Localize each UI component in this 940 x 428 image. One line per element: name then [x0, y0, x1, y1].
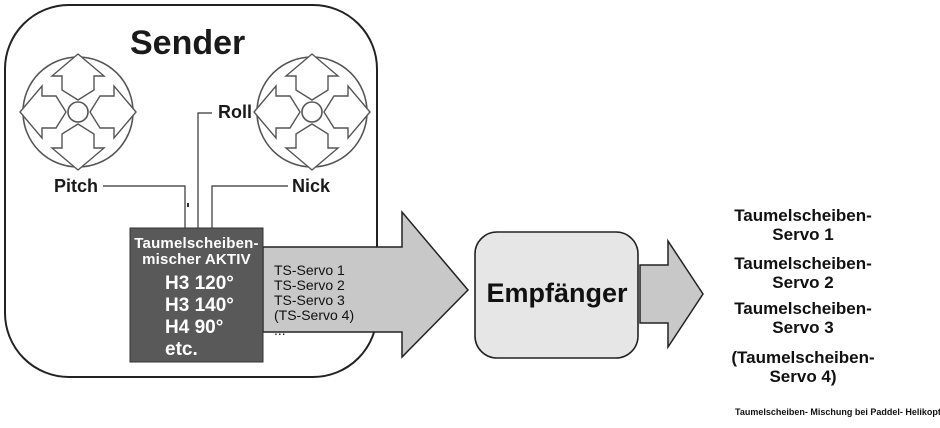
pitch-connector [103, 185, 186, 228]
left-stick-cross-icon [19, 53, 137, 171]
signal-item: (TS-Servo 4) [274, 307, 355, 323]
signal-arrow [262, 209, 470, 359]
output-arrow [639, 238, 704, 350]
output-line2: Servo 3 [772, 318, 834, 337]
mixer-title: Taumelscheiben- mischer AKTIV [130, 236, 263, 268]
receiver-label: Empfänger [486, 278, 628, 308]
output-line1: Taumelscheiben- [734, 206, 872, 225]
output-item: Taumelscheiben- Servo 2 [718, 254, 888, 292]
signal-list: TS-Servo 1 TS-Servo 2 TS-Servo 3 (TS-Ser… [274, 263, 354, 338]
signal-item: TS-Servo 3 [274, 292, 345, 308]
mixer-mode-list: H3 120° H3 140° H4 90° etc. [165, 273, 234, 361]
output-item: (Taumelscheiben- Servo 4) [718, 348, 888, 386]
pitch-label: Pitch [54, 176, 99, 196]
output-item: Taumelscheiben- Servo 1 [718, 206, 888, 244]
nick-connector [211, 185, 288, 228]
receiver-box [474, 231, 639, 359]
mixer-box [129, 227, 264, 363]
right-stick-cross-icon [253, 53, 371, 171]
output-line2: Servo 2 [772, 273, 834, 292]
output-item: Taumelscheiben- Servo 3 [718, 299, 888, 337]
output-line2: Servo 1 [772, 225, 834, 244]
mixer-mode-item: H4 90° [165, 317, 224, 338]
output-line1: (Taumelscheiben- [731, 348, 875, 367]
signal-item: TS-Servo 2 [274, 277, 345, 293]
roll-label: Roll [218, 102, 252, 122]
mixer-title-line2: mischer AKTIV [142, 251, 251, 268]
mixer-mode-item: etc. [165, 339, 198, 360]
mixer-title-line1: Taumelscheiben- [134, 235, 259, 252]
mixer-mode-item: H3 140° [165, 295, 234, 316]
signal-item: ... [274, 322, 286, 338]
nick-label: Nick [292, 176, 331, 196]
output-line1: Taumelscheiben- [734, 254, 872, 273]
sender-title: Sender [130, 24, 246, 62]
output-line2: Servo 4) [769, 367, 837, 386]
signal-item: TS-Servo 1 [274, 262, 345, 278]
output-line1: Taumelscheiben- [734, 299, 872, 318]
figure-caption: Taumelscheiben- Mischung bei Paddel- Hel… [735, 407, 940, 417]
mixer-mode-item: H3 120° [165, 273, 234, 294]
roll-connector [197, 112, 212, 228]
